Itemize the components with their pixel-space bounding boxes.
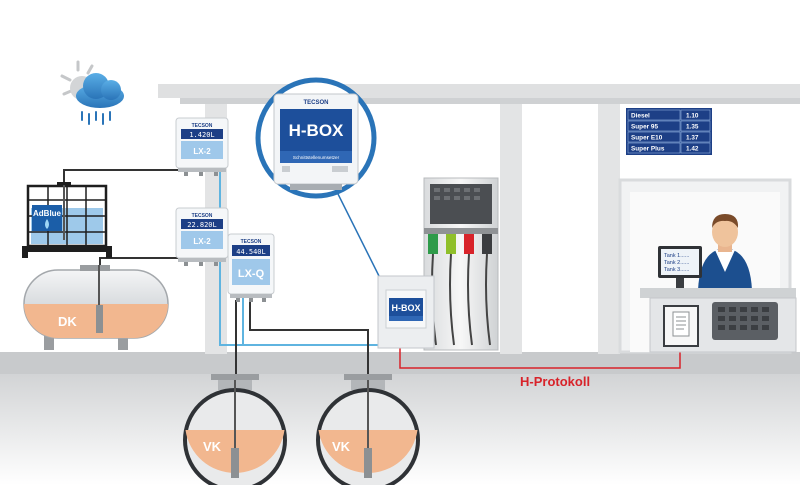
lx2-top-device: TECSON 1.420L LX-2	[175, 117, 229, 176]
dk-tank: DK	[23, 265, 169, 350]
vk-right-label: VK	[332, 439, 351, 454]
vk-left-label: VK	[203, 439, 222, 454]
lx2-bottom-reading: 22.820L	[187, 221, 217, 229]
cashier-monitor: Tank 1...... Tank 2...... Tank 3......	[658, 246, 702, 290]
price-row: Super 95 1.35	[627, 120, 711, 132]
dk-label: DK	[58, 314, 77, 329]
hbox-small-device: H-BOX	[377, 275, 435, 349]
lx2-bottom-device: TECSON 22.820L LX-2	[175, 207, 229, 266]
lxq-model: LX-Q	[238, 268, 265, 280]
lx2-top-reading: 1.420L	[189, 131, 214, 139]
hbox-zoom-subtitle: Schnittstellenumsetzer	[293, 155, 340, 160]
hbox-zoom-callout: TECSON H-BOX Schnittstellenumsetzer	[255, 77, 377, 199]
lx2-top-model: LX-2	[193, 147, 211, 156]
protocol-label: H-Protokoll	[520, 374, 590, 389]
price-fuel-name: Super 95	[631, 124, 658, 131]
weather-cloud-rain-icon	[60, 60, 124, 125]
lx2-bottom-model: LX-2	[193, 237, 211, 246]
protocol-line	[399, 330, 681, 369]
price-row: Diesel 1.10	[627, 109, 711, 121]
price-fuel-name: Super E10	[631, 135, 663, 142]
hbox-zoom-brand: TECSON	[303, 100, 328, 106]
lxq-brand: TECSON	[241, 239, 262, 245]
lxq-reading: 44.540L	[236, 248, 266, 256]
price-value: 1.10	[686, 113, 699, 120]
water-drop-icon	[45, 219, 49, 229]
cashier-person	[698, 214, 752, 290]
monitor-line-2: Tank 2......	[664, 260, 690, 266]
cashier-counter	[640, 288, 797, 353]
price-value: 1.35	[686, 124, 699, 131]
price-row: Super E10 1.37	[627, 131, 711, 143]
lxq-device: TECSON 44.540L LX-Q	[227, 233, 275, 302]
price-value: 1.37	[686, 135, 699, 142]
price-fuel-name: Diesel	[631, 113, 650, 120]
vk-tank-left: VK	[183, 374, 287, 485]
price-value: 1.42	[686, 146, 699, 153]
hbox-small-title: H-BOX	[392, 303, 421, 313]
lx2-top-brand: TECSON	[192, 123, 213, 129]
adblue-container: AdBlue	[22, 182, 112, 258]
hbox-zoom-title: H-BOX	[289, 121, 344, 140]
receipt-printer	[663, 305, 699, 347]
monitor-line-3: Tank 3......	[664, 267, 690, 273]
zoom-callout-line	[335, 189, 381, 279]
vk-tank-right: VK	[316, 374, 420, 485]
fuel-dispenser	[423, 177, 499, 351]
price-fuel-name: Super Plus	[631, 146, 665, 153]
lx2-bottom-brand: TECSON	[192, 213, 213, 219]
monitor-line-1: Tank 1......	[664, 253, 690, 259]
keypad	[712, 302, 778, 340]
price-row: Super Plus 1.42	[627, 142, 711, 154]
adblue-label: AdBlue	[33, 209, 62, 218]
